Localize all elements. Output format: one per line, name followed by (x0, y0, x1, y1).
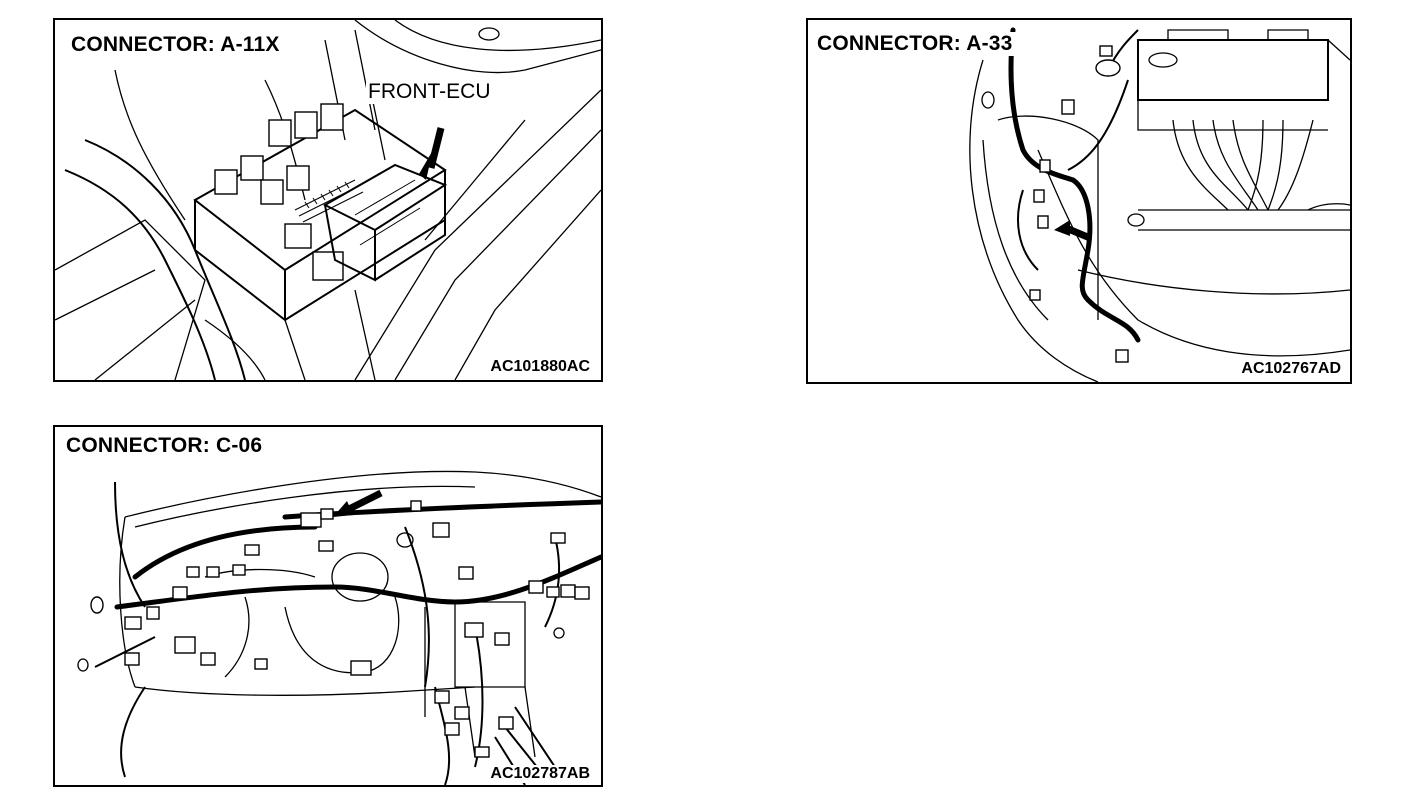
figure-code: AC102787AB (487, 765, 593, 783)
figure-code: AC101880AC (487, 358, 593, 376)
engine-bay-harness-drawing (969, 27, 1350, 382)
figure-title: CONNECTOR: C-06 (63, 434, 266, 458)
figure-title: CONNECTOR: A-11X (68, 33, 283, 57)
engine-bay-relay-box-drawing (55, 20, 601, 380)
figure-connector-a33: CONNECTOR: A-33 AC102767AD (806, 18, 1352, 384)
figure-connector-a11x: CONNECTOR: A-11X FRONT-ECU AC101880AC (53, 18, 603, 382)
figure-title: CONNECTOR: A-33 (814, 32, 1016, 56)
dashboard-harness-drawing (77, 470, 601, 785)
front-ecu-label: FRONT-ECU (366, 80, 493, 104)
figure-code: AC102767AD (1238, 360, 1344, 378)
figure-connector-c06: CONNECTOR: C-06 AC102787AB (53, 425, 603, 787)
